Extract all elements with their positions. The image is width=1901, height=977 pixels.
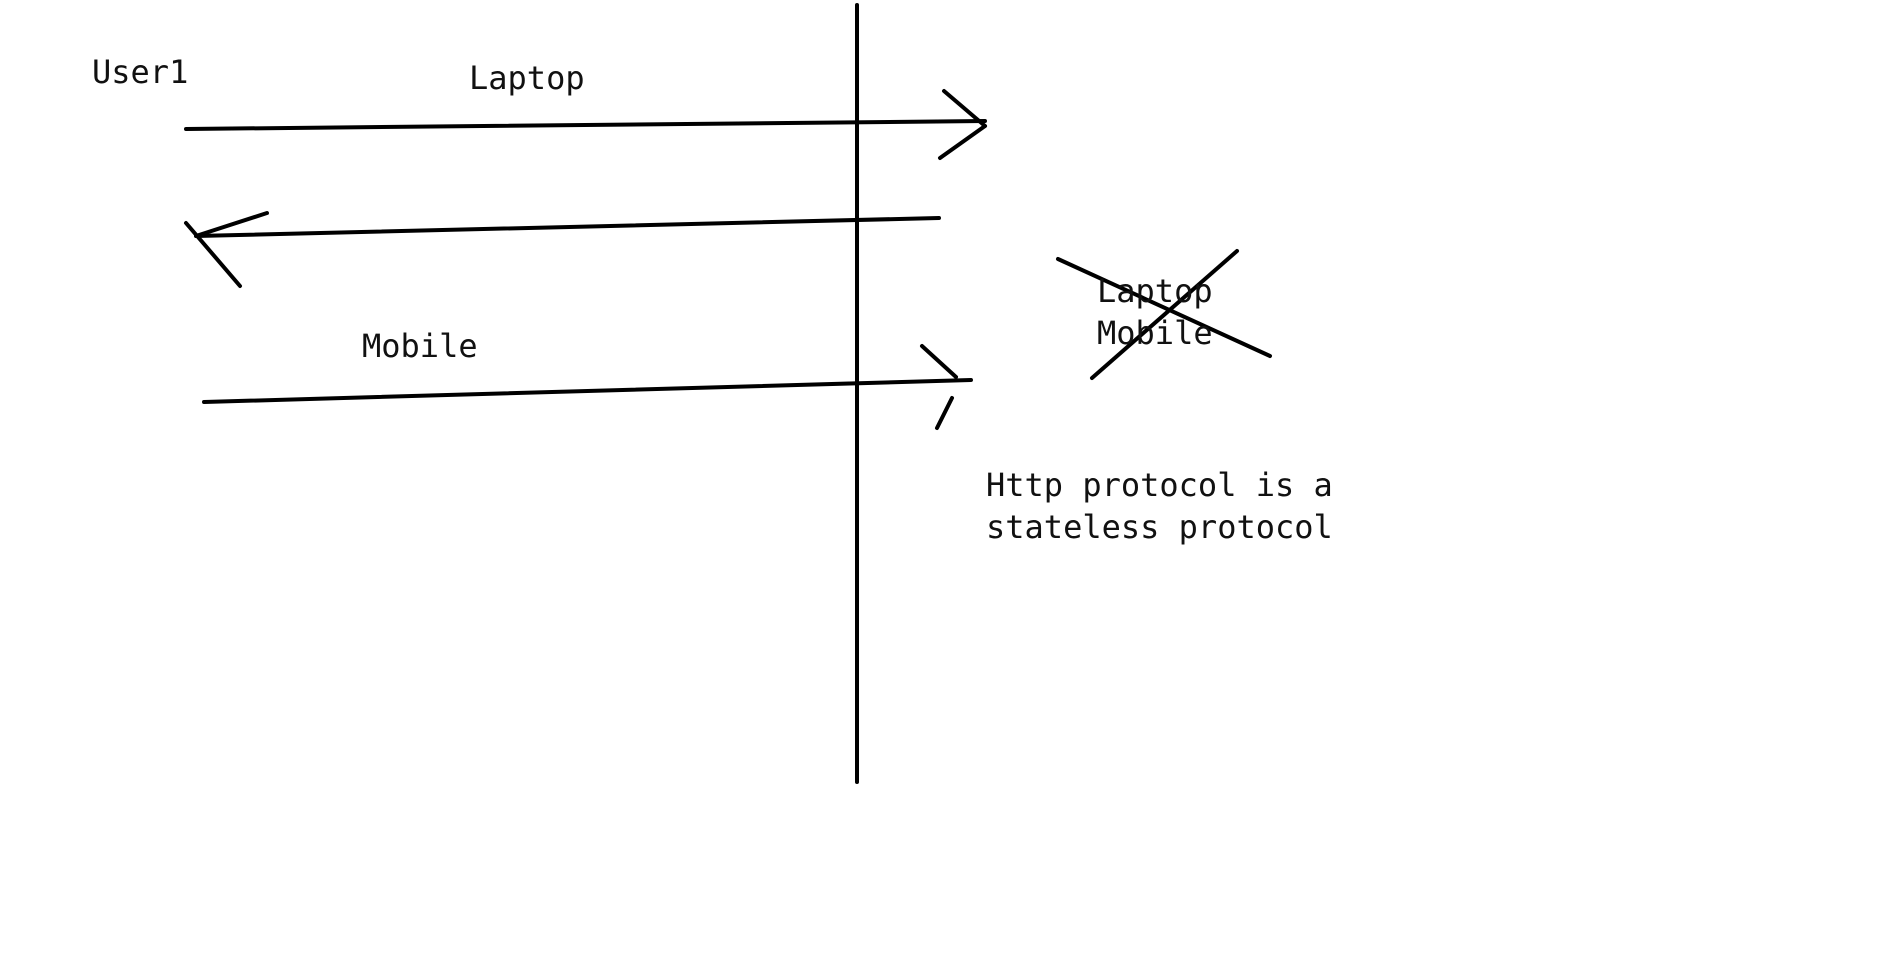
stateless-note-line-2: stateless protocol <box>986 507 1333 546</box>
stateless-note: Http protocol is a stateless protocol <box>986 465 1333 547</box>
laptop-request-head-upper <box>942 89 987 128</box>
response-arrow <box>184 211 941 288</box>
cross-out-mark <box>1056 249 1272 380</box>
mobile-request-shaft <box>202 378 973 404</box>
crossed-mobile-label: Mobile <box>1097 314 1213 352</box>
cross-out-stroke-2 <box>1090 249 1239 380</box>
mobile-request-head-lower <box>935 396 954 430</box>
cross-out-stroke-1 <box>1056 257 1272 358</box>
response-shaft <box>194 216 941 238</box>
crossed-laptop-label: Laptop <box>1097 272 1213 310</box>
mobile-label: Mobile <box>362 327 478 365</box>
response-head-upper <box>194 211 269 238</box>
laptop-label: Laptop <box>469 59 585 97</box>
user1-label: User1 <box>92 53 189 91</box>
laptop-request-arrow <box>184 89 987 160</box>
response-head-lower <box>184 221 242 288</box>
laptop-request-shaft <box>184 119 987 131</box>
mobile-request-arrow <box>202 344 973 430</box>
mobile-request-head-upper <box>920 344 958 379</box>
stateless-note-line-1: Http protocol is a <box>986 466 1333 504</box>
laptop-request-head-lower <box>938 124 987 160</box>
